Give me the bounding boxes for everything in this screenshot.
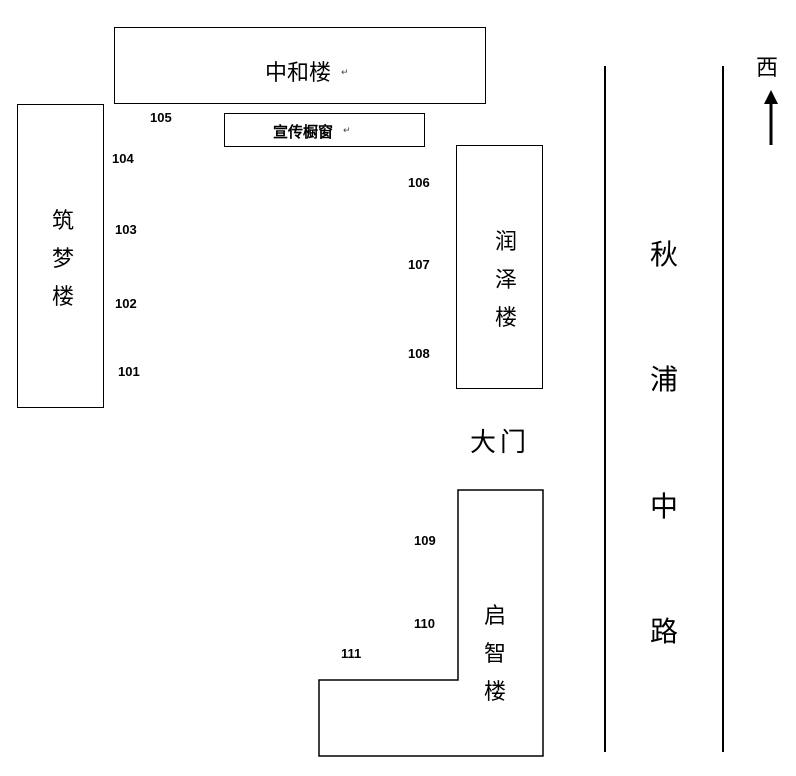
room-103: 103 bbox=[115, 222, 137, 237]
road-edge-west bbox=[604, 66, 606, 752]
zhumeng-char-3: 楼 bbox=[51, 285, 74, 310]
room-107: 107 bbox=[408, 257, 430, 272]
display-window: 宣传橱窗 ↵ bbox=[224, 113, 425, 147]
runze-char-3: 楼 bbox=[494, 306, 517, 331]
qizhi-building-label: 启 智 楼 bbox=[480, 598, 510, 712]
room-101: 101 bbox=[118, 364, 140, 379]
qizhi-char-2: 智 bbox=[483, 642, 506, 667]
zhumeng-building-label: 筑 梦 楼 bbox=[48, 203, 78, 317]
zhumeng-building: 筑 梦 楼 bbox=[17, 104, 104, 408]
road-char-4: 路 bbox=[650, 615, 679, 648]
zhumeng-char-2: 梦 bbox=[51, 247, 74, 272]
road-char-1: 秋 bbox=[650, 238, 679, 271]
return-mark: ↵ bbox=[341, 68, 349, 78]
compass-label: 西 bbox=[756, 56, 779, 81]
qizhi-outline bbox=[318, 489, 544, 757]
room-110: 110 bbox=[414, 616, 435, 631]
runze-building-label: 润 泽 楼 bbox=[491, 224, 521, 338]
zhumeng-char-1: 筑 bbox=[51, 209, 74, 234]
road-edge-east bbox=[722, 66, 724, 752]
zhonghe-building: 中和楼 ↵ bbox=[114, 27, 486, 104]
qizhi-char-3: 楼 bbox=[483, 680, 506, 705]
room-111: 111 bbox=[341, 646, 362, 661]
room-106: 106 bbox=[408, 175, 430, 190]
zhonghe-building-label: 中和楼 bbox=[265, 61, 332, 86]
road-char-2: 浦 bbox=[650, 363, 679, 396]
road-char-3: 中 bbox=[650, 490, 679, 523]
room-102: 102 bbox=[115, 296, 137, 311]
runze-building: 润 泽 楼 bbox=[456, 145, 543, 389]
runze-char-2: 泽 bbox=[494, 268, 517, 293]
room-105: 105 bbox=[150, 110, 172, 125]
display-window-label: 宣传橱窗 bbox=[273, 123, 334, 141]
return-mark: ↵ bbox=[343, 126, 351, 136]
qizhi-char-1: 启 bbox=[483, 604, 506, 629]
room-108: 108 bbox=[408, 346, 430, 361]
north-arrow-icon bbox=[764, 90, 778, 145]
room-109: 109 bbox=[414, 533, 436, 548]
runze-char-1: 润 bbox=[494, 230, 517, 255]
main-gate-label: 大门 bbox=[470, 428, 531, 458]
room-104: 104 bbox=[112, 151, 134, 166]
